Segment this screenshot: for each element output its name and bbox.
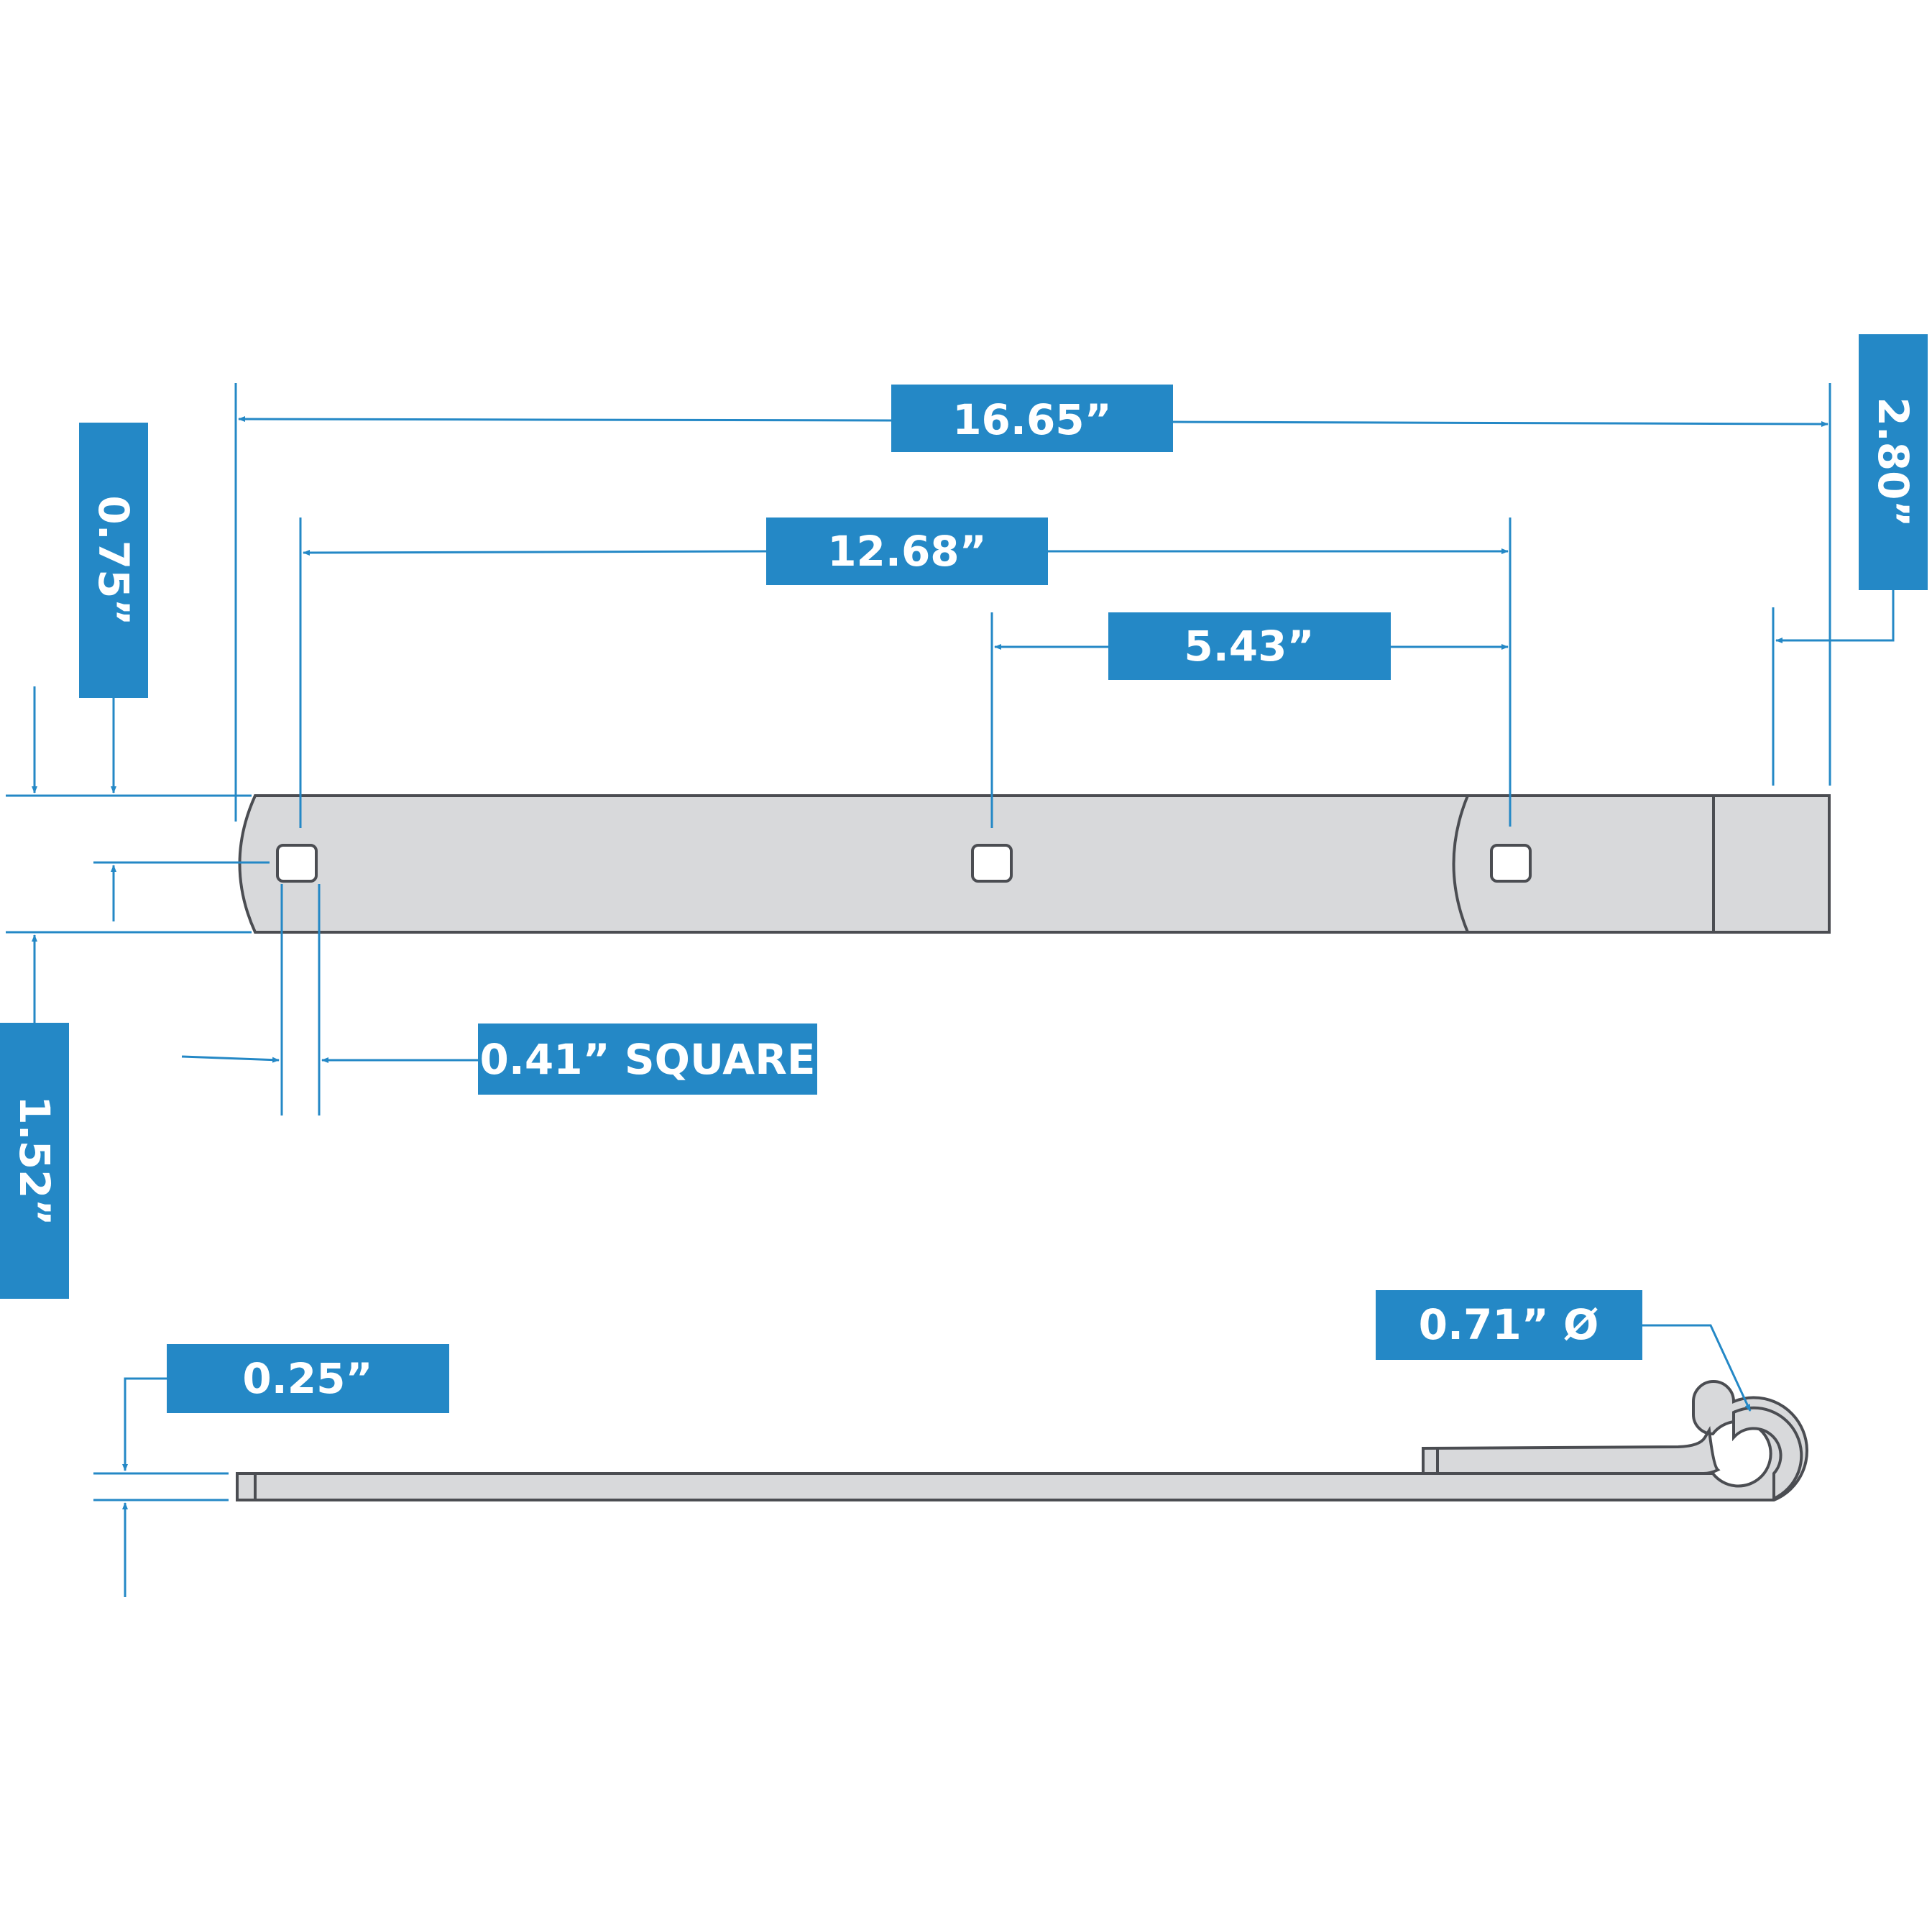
label-end-offset: 2.80”	[1869, 397, 1918, 527]
label-eye-diameter: 0.71” Ø	[1419, 1300, 1599, 1349]
dim-overall-length: 16.65”	[238, 385, 1828, 452]
dim-end-offset: 2.80”	[1775, 334, 1928, 643]
dim-thickness: 0.25”	[93, 1344, 449, 1597]
dim-eye-diameter: 0.71” Ø	[1376, 1290, 1752, 1412]
dim-hole-gap: 5.43”	[994, 612, 1509, 680]
square-hole-middle	[971, 844, 1013, 883]
label-thickness: 0.25”	[242, 1354, 372, 1403]
extension-lines	[6, 383, 1831, 1116]
dim-hole-edge-offset: 0.75”	[32, 423, 148, 921]
strap-body	[238, 794, 1831, 934]
label-hole-edge-offset: 0.75”	[89, 495, 138, 625]
label-hole-gap: 5.43”	[1184, 622, 1314, 671]
dim-strap-width: 1.52”	[0, 934, 69, 1299]
side-strap-body	[236, 1380, 1808, 1501]
strap-top-view	[238, 794, 1831, 934]
strap-bend-line	[1452, 795, 1469, 933]
label-strap-width: 1.52”	[10, 1095, 59, 1225]
square-hole-left	[276, 844, 318, 883]
square-hole-right	[1490, 844, 1532, 883]
eye-loop	[1732, 1406, 1803, 1501]
label-hole-size: 0.41” SQUARE	[480, 1035, 816, 1084]
label-overall-length: 16.65”	[952, 395, 1112, 444]
label-hole-span: 12.68”	[827, 527, 987, 576]
strap-side-view	[236, 1380, 1808, 1501]
dim-hole-span: 12.68”	[303, 518, 1509, 585]
dim-hole-size: 0.41” SQUARE	[181, 1024, 817, 1095]
folded-leaf	[1422, 1425, 1721, 1475]
